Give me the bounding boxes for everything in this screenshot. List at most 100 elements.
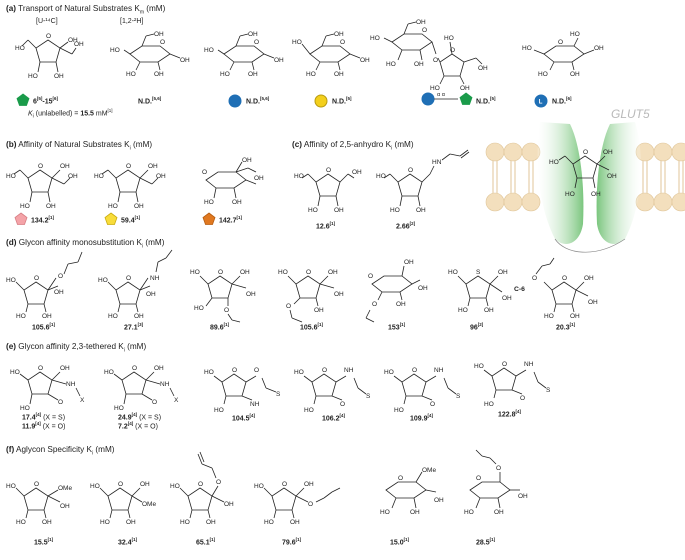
- svg-text:O: O: [476, 475, 481, 482]
- value-d3: 89.6[1]: [210, 322, 230, 332]
- svg-text:HO: HO: [108, 313, 118, 320]
- svg-text:O: O: [583, 149, 588, 156]
- svg-text:NH: NH: [524, 361, 534, 368]
- svg-text:HO: HO: [538, 71, 548, 78]
- membrane-lipids: [485, 142, 685, 212]
- blue-circle-l-icon: L: [534, 94, 548, 108]
- sucrose-icon: α α: [421, 92, 473, 106]
- value-f1: 15.5[1]: [34, 537, 54, 547]
- panel-f-title: (f) Aglycon Specificity Ki (mM): [6, 445, 115, 457]
- svg-text:OH: OH: [134, 203, 144, 210]
- svg-text:OH: OH: [416, 19, 426, 26]
- value-b2: 59.4[1]: [121, 215, 141, 225]
- svg-text:O: O: [398, 475, 403, 482]
- molecule-a4-galactopyranose: O OH HO HO OH OH: [292, 31, 370, 78]
- svg-text:X: X: [174, 397, 179, 404]
- svg-text:OH: OH: [290, 519, 300, 526]
- value-d6: 96[2]: [470, 322, 484, 332]
- svg-text:HO: HO: [386, 61, 396, 68]
- svg-text:S: S: [276, 391, 281, 398]
- svg-text:O: O: [286, 303, 291, 310]
- svg-text:OH: OH: [410, 509, 420, 516]
- svg-text:OH: OH: [154, 365, 164, 372]
- svg-text:HO: HO: [306, 71, 316, 78]
- svg-text:O: O: [562, 275, 567, 282]
- svg-text:O: O: [132, 365, 137, 372]
- svg-text:HO: HO: [304, 407, 314, 414]
- svg-text:HO: HO: [10, 369, 20, 376]
- panel-e-title: (e) Glycon affinity 2,3-tethered Ki (mM): [6, 342, 147, 354]
- value-f3: 65.1[1]: [196, 537, 216, 547]
- svg-text:HO: HO: [264, 519, 274, 526]
- molecule-e5-oxazolidinethione: O HO NH O S HO: [384, 367, 461, 414]
- svg-text:HO: HO: [294, 369, 304, 376]
- ki-unlabelled-note: Ki (unlabelled) = 15.5 mM[1]: [28, 108, 113, 120]
- svg-text:OH: OH: [154, 31, 164, 38]
- molecule-f1-methyl-fructoside: O HO OMe OH HO OH: [6, 481, 72, 526]
- svg-text:HO: HO: [544, 313, 554, 320]
- value-a2: N.D.[5,6]: [138, 96, 162, 106]
- svg-text:HO: HO: [126, 71, 136, 78]
- molecule-d1-allyl-ether: O HO OH O HO OH: [6, 251, 83, 320]
- svg-text:O: O: [532, 275, 537, 282]
- svg-text:HO: HO: [292, 39, 302, 46]
- svg-text:S: S: [456, 393, 461, 400]
- svg-text:HO: HO: [394, 407, 404, 414]
- svg-text:OH: OH: [126, 519, 136, 526]
- panel-c-title: (c) Affinity of 2,5-anhydro Ki (mM): [292, 140, 414, 152]
- svg-text:O: O: [422, 27, 427, 34]
- svg-text:OH: OH: [206, 519, 216, 526]
- svg-text:O: O: [520, 395, 525, 402]
- molecule-b3-psicopyranose: O OH OH HO OH: [202, 157, 264, 206]
- svg-text:OH: OH: [274, 57, 284, 64]
- svg-text:OH: OH: [148, 163, 158, 170]
- svg-text:HO: HO: [6, 277, 16, 284]
- svg-text:OH: OH: [254, 175, 264, 182]
- svg-text:S: S: [366, 393, 371, 400]
- svg-text:O: O: [308, 501, 313, 508]
- svg-text:HO: HO: [114, 405, 124, 412]
- svg-text:HO: HO: [16, 313, 26, 320]
- svg-text:OH: OH: [334, 207, 344, 214]
- panel-a-title: (a) Transport of Natural Substrates Km (…: [6, 4, 166, 16]
- svg-text:OH: OH: [414, 61, 424, 68]
- value-d1: 105.6[1]: [32, 322, 56, 332]
- value-f5: 15.0[1]: [390, 537, 410, 547]
- molecule-b2-tagatose: O HO OH OH HO OH: [94, 163, 166, 210]
- svg-text:OH: OH: [334, 31, 344, 38]
- svg-text:OH: OH: [68, 173, 78, 180]
- svg-text:HO: HO: [214, 407, 224, 414]
- svg-text:O: O: [198, 481, 203, 488]
- molecule-d4-4-O-allyl: O HO OH OH O OH: [278, 269, 344, 323]
- molecule-d5-pyranose-allyl: O OH OH O OH: [365, 259, 428, 323]
- svg-text:OMe: OMe: [142, 501, 156, 508]
- svg-text:O: O: [254, 39, 259, 46]
- svg-text:HO: HO: [194, 305, 204, 312]
- svg-text:NH: NH: [250, 401, 260, 408]
- svg-text:HO: HO: [254, 483, 264, 490]
- svg-text:OH: OH: [60, 163, 70, 170]
- svg-text:HO: HO: [15, 45, 25, 52]
- value-c1: 12.6[1]: [316, 221, 336, 231]
- value-e5: 104.5[4]: [232, 413, 256, 423]
- svg-text:S: S: [476, 269, 481, 276]
- svg-text:OH: OH: [328, 269, 338, 276]
- svg-text:OH: OH: [594, 45, 604, 52]
- svg-text:HO: HO: [170, 483, 180, 490]
- svg-text:O: O: [254, 367, 259, 374]
- molecule-e2-tethered: O HO OH NH O X HO: [104, 365, 179, 412]
- blue-circle-icon: [228, 94, 242, 108]
- value-b3: 142.7[1]: [219, 215, 243, 225]
- svg-text:O: O: [558, 39, 563, 46]
- molecule-a6-l-glucopyranose: O HO HO HO OH OH: [522, 31, 604, 78]
- svg-text:OH: OH: [54, 289, 64, 296]
- svg-text:HO: HO: [180, 519, 190, 526]
- molecule-d6-thio-sugar: S HO OH OH HO OH: [448, 269, 512, 314]
- molecule-f3-allyl-glycoside: O HO O OH HO OH: [170, 451, 234, 526]
- molecule-e6-oxazolidinethione: O HO NH O S HO: [474, 361, 551, 408]
- svg-text:O: O: [496, 465, 501, 472]
- svg-text:NH: NH: [160, 381, 170, 388]
- svg-text:OH: OH: [570, 313, 580, 320]
- svg-text:OH: OH: [396, 301, 406, 308]
- svg-text:OH: OH: [54, 73, 64, 80]
